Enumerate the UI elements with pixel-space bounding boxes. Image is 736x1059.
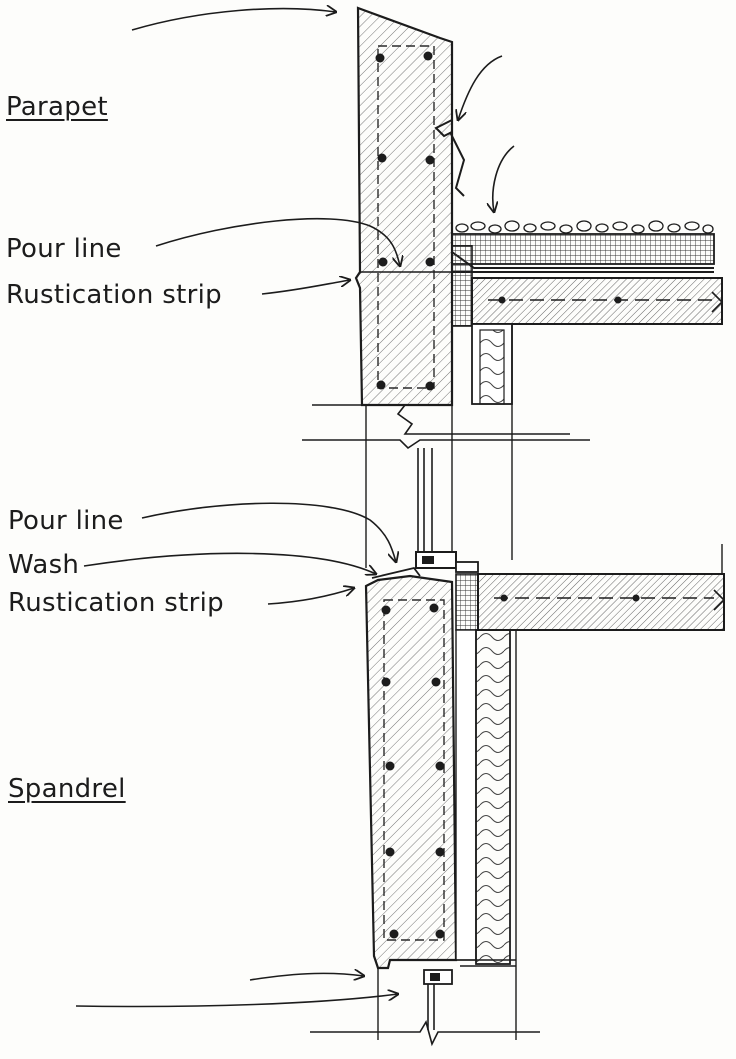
upper-rustication-strip-label: Rustication strip <box>6 280 222 310</box>
parapet-panel <box>354 6 454 407</box>
leader-arrow-lower-pour-line <box>141 502 396 562</box>
spandrel-panel <box>364 566 458 970</box>
leader-arrow-roof <box>493 145 515 212</box>
lower-window-head <box>310 968 540 1047</box>
leader-arrow-flashing <box>458 55 503 120</box>
interior-wall <box>455 629 517 1040</box>
leader-arrow-drip <box>249 973 364 980</box>
roof-assembly <box>451 220 724 560</box>
parapet-rebar <box>375 51 435 391</box>
leader-arrow-upper-pour-line <box>155 217 400 266</box>
counter-flashing <box>434 119 466 197</box>
lower-rustication-strip-label: Rustication strip <box>8 588 224 618</box>
leader-arrows <box>75 9 515 1008</box>
spandrel-rebar <box>381 603 445 939</box>
parapet-label: Parapet <box>6 92 108 122</box>
leader-arrow-window-head <box>75 994 398 1008</box>
leader-arrow-upper-rustication <box>261 280 350 295</box>
lower-pour-line-label: Pour line <box>8 506 124 536</box>
upper-pour-line-label: Pour line <box>6 234 122 264</box>
wash-label: Wash <box>8 550 80 580</box>
leader-arrow-top <box>131 9 336 31</box>
floor-slab <box>455 544 726 631</box>
gravel-ballast <box>455 220 714 234</box>
leader-arrow-lower-rustication <box>267 588 354 605</box>
window-zone <box>302 404 590 573</box>
spandrel-label: Spandrel <box>8 774 126 804</box>
leader-arrow-wash <box>83 552 376 574</box>
